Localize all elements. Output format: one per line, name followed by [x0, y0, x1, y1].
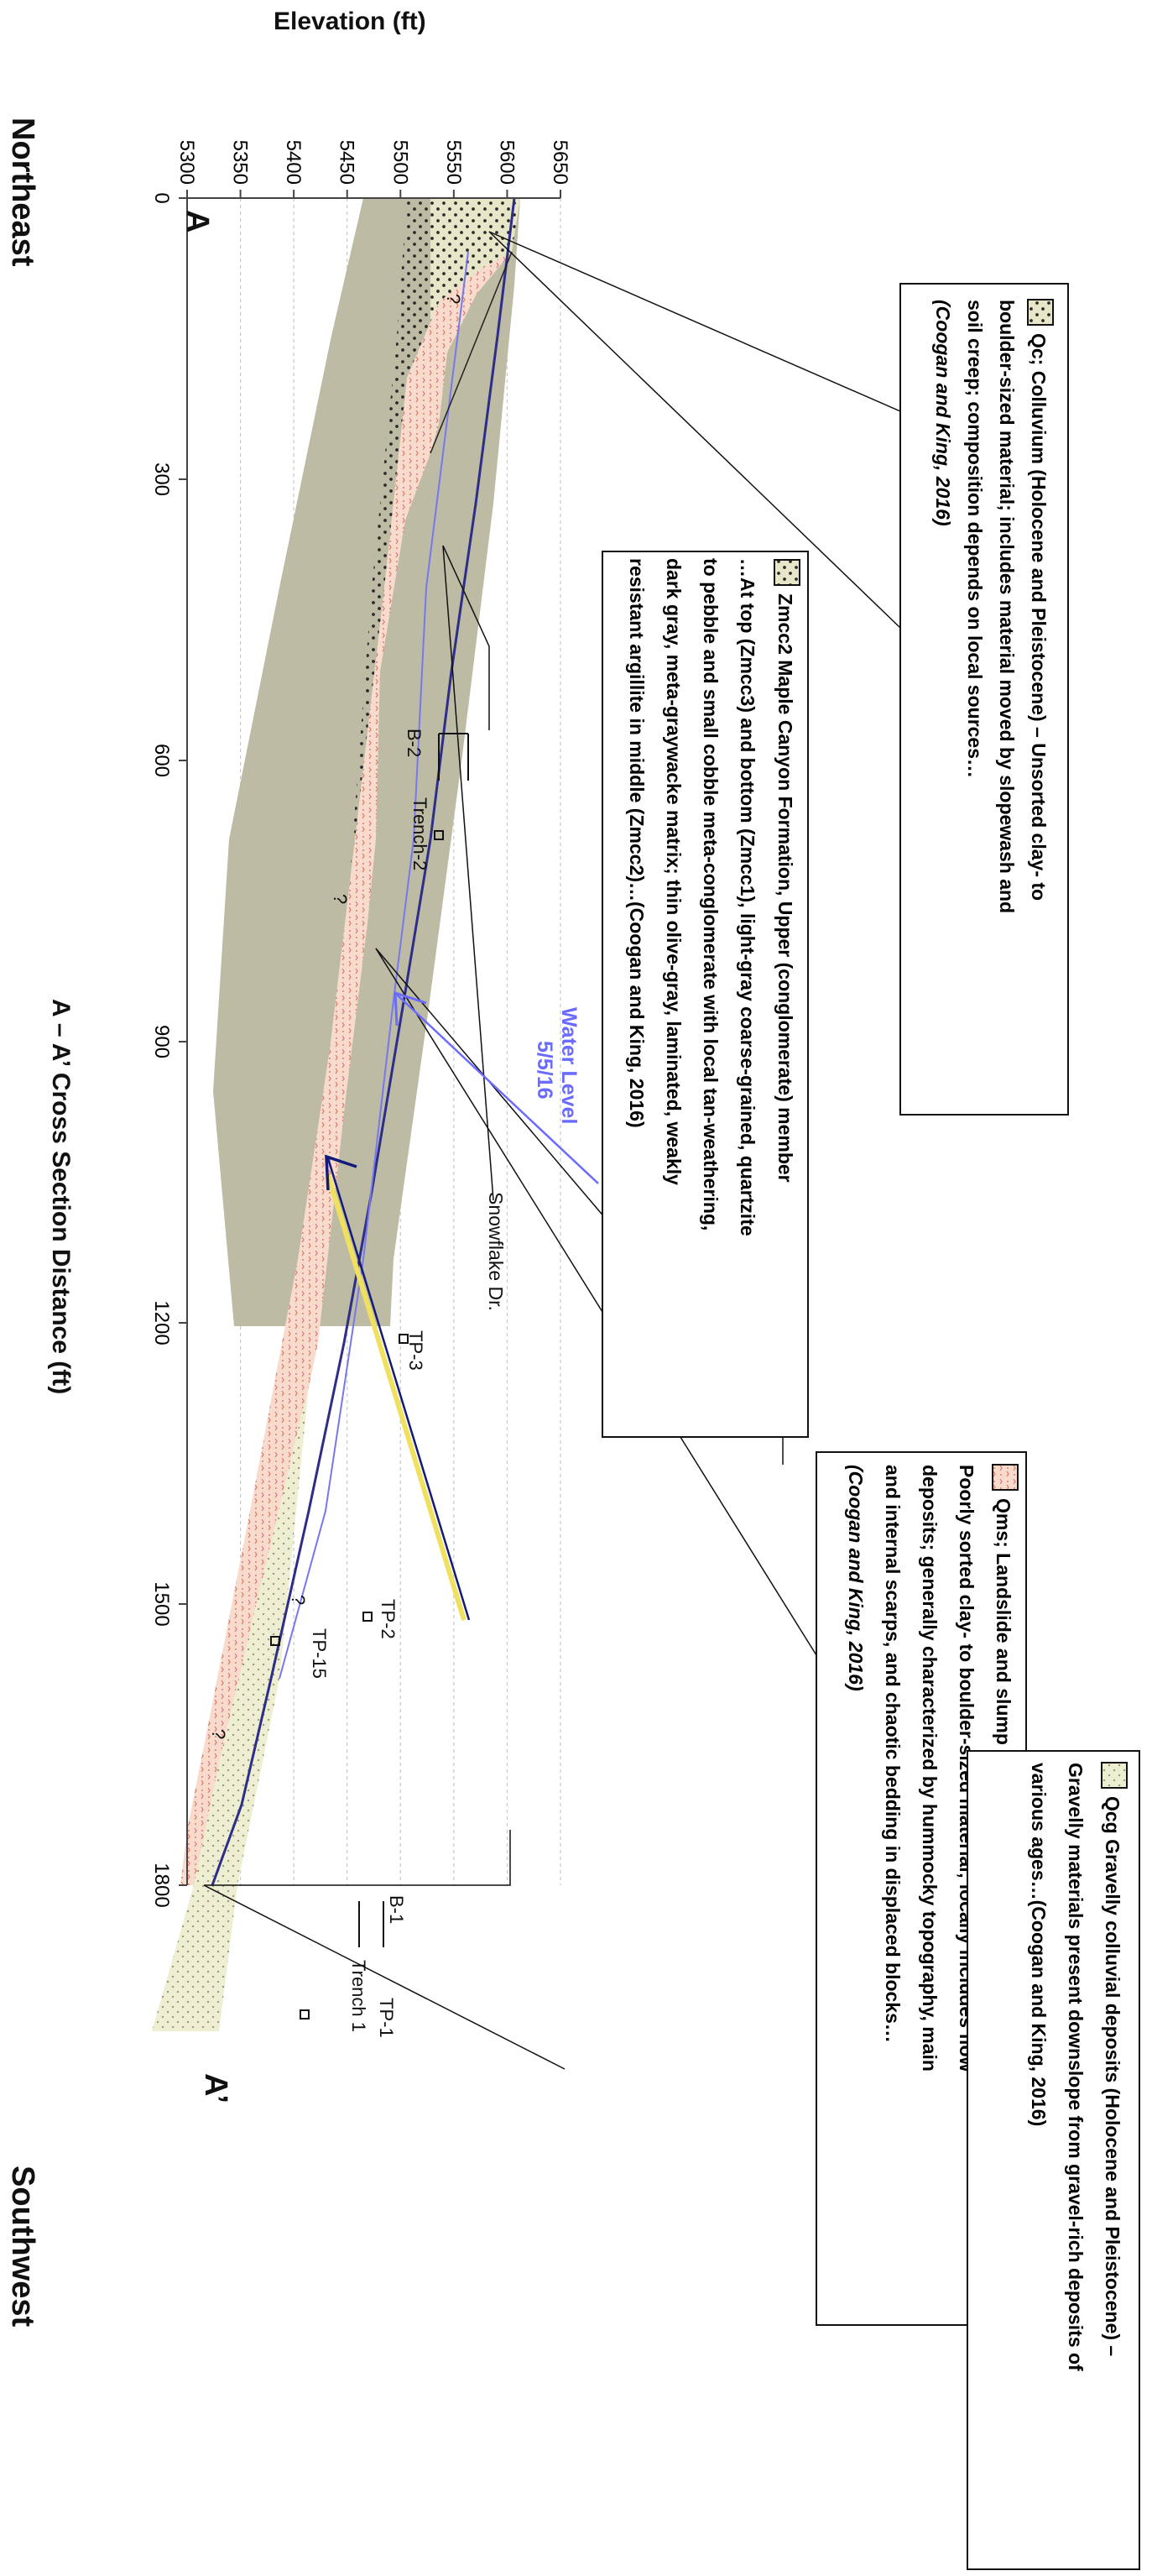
leader-qcg	[204, 1830, 511, 1886]
legend-zmcc2-swatch	[774, 559, 800, 586]
y-tick-label: 5650	[549, 140, 571, 185]
ground-surface	[211, 197, 516, 1886]
geologic-units	[152, 197, 520, 2031]
legend-qms-swatch	[992, 1464, 1019, 1491]
leader-zmcc2-2	[442, 545, 494, 1201]
x-tick-label: 600	[150, 744, 173, 777]
x-tick-label: 300	[150, 462, 173, 496]
y-tick-label: 5550	[442, 140, 465, 185]
leader-qc-2	[488, 231, 901, 629]
water-level-line	[279, 251, 469, 1680]
legend-qms-line4: and internal scarps, and chaotic bedding…	[882, 1465, 904, 2043]
legend-qc-line1: Qc; Colluvium (Holocene and Pleistocene)…	[1028, 333, 1050, 901]
tp-2-marker	[362, 1612, 373, 1622]
legend-zmcc2-line1: Zmcc2 Maple Canyon Formation, Upper (con…	[774, 593, 796, 1183]
direction-southwest: Southwest	[5, 2166, 40, 2327]
label-question-2: ?	[330, 894, 351, 904]
legend-qc-box	[899, 283, 1069, 1116]
label-trench-1: Trench 1	[348, 1960, 369, 2032]
feature-labels: B-2 Trench-2 TP-3 TP-2 B-1 TP-1 Trench 1…	[208, 294, 581, 2038]
contact-line	[430, 251, 513, 454]
legend-zmcc2-line2: …At top (Zmcc3) and bottom (Zmcc1), ligh…	[737, 558, 758, 1236]
tp-1-marker	[300, 2009, 310, 2020]
label-question-3: ?	[288, 1595, 309, 1605]
boreholes	[270, 733, 469, 2020]
axis-labels: A A’ Northeast Southwest A – A’ Cross Se…	[5, 8, 426, 2327]
y-tick-labels: 5300 5350 5400 5450 5500 5550 5600 5650	[175, 140, 571, 198]
water-level-arrow	[396, 994, 599, 1184]
leader-qcg-2	[203, 1884, 566, 2070]
x-tick-label: 1500	[150, 1581, 173, 1626]
label-tp-3: TP-3	[405, 1330, 426, 1371]
x-tick-label: 0	[150, 192, 173, 203]
legend-qc-line3: soil creep; composition depends on local…	[964, 300, 986, 778]
gravelly-colluvium-qcg	[152, 1385, 309, 2031]
legend-qcg: Qcg Gravelly colluvial deposits (Holocen…	[967, 1750, 1140, 2570]
label-tp-1: TP-1	[376, 1998, 397, 2038]
legend-qms-line3: deposits; generally characterized by hum…	[919, 1465, 941, 2072]
direction-northeast: Northeast	[5, 118, 40, 267]
legend-qc-line4: (Coogan and King, 2016)	[932, 300, 954, 526]
snowflake-arrow-dark	[326, 1157, 471, 1621]
end-label-a-prime: A’	[198, 2073, 233, 2103]
label-road: Snowflake Dr.	[485, 1192, 507, 1311]
tp-15-marker	[270, 1636, 280, 1646]
trench-2-marker	[434, 830, 444, 840]
tp-3-marker	[399, 1334, 409, 1344]
legend-qms-line5: (Coogan and King, 2016)	[845, 1465, 867, 1691]
legend-qc-line2: boulder-sized material; includes materia…	[996, 300, 1018, 913]
legend-qc: Qc; Colluvium (Holocene and Pleistocene)…	[899, 283, 1069, 1116]
y-tick-label: 5400	[282, 140, 305, 185]
label-water-level-2: 5/5/16	[533, 1041, 556, 1100]
legend-zmcc2-line5: resistant argillite in middle (Zmcc2)…(C…	[626, 558, 648, 1128]
legend-zmcc2: Zmcc2 Maple Canyon Formation, Upper (con…	[602, 551, 809, 1438]
label-question-4: ?	[208, 1729, 229, 1739]
legend-qcg-line1: Qcg Gravelly colluvial deposits (Holocen…	[1102, 1796, 1123, 2356]
label-tp-15: TP-15	[309, 1628, 330, 1679]
end-label-a: A	[180, 210, 215, 233]
y-axis-title: Elevation (ft)	[274, 8, 426, 35]
legend-qc-swatch	[1027, 299, 1054, 326]
x-tick-label: 1800	[150, 1863, 173, 1907]
water-level-arrowhead	[394, 990, 427, 1027]
legend-qcg-line3: various ages…(Coogan and King, 2016)	[1028, 1763, 1050, 2126]
y-tick-label: 5600	[495, 140, 518, 185]
label-b1: B-1	[386, 1895, 407, 1924]
label-trench-2: Trench-2	[409, 797, 430, 870]
legend-zmcc2-line3: to pebble and small cobble meta-conglome…	[700, 558, 722, 1231]
label-b2: B-2	[404, 729, 425, 757]
label-tp-2: TP-2	[378, 1599, 399, 1639]
legend-zmcc2-line4: dark gray, meta-graywacke matrix; thin o…	[663, 558, 685, 1185]
snowflake-arrow-yellow	[326, 1174, 467, 1621]
y-tick-label: 5500	[388, 140, 411, 185]
legend-zmcc2-box	[602, 551, 809, 1438]
x-axis-title: A – A’ Cross Section Distance (ft)	[47, 999, 75, 1394]
x-tick-label: 1200	[150, 1300, 173, 1345]
label-water-level-1: Water Level	[557, 1007, 581, 1124]
leader-zmcc2	[442, 545, 490, 730]
landslide-qms	[180, 252, 512, 1885]
label-question-1: ?	[443, 294, 464, 304]
legend-qcg-box	[967, 1750, 1140, 2570]
y-tick-label: 5300	[175, 140, 198, 185]
x-tick-labels: 0 300 600 900 1200 1500 1800	[150, 192, 187, 1908]
legend-qcg-swatch	[1101, 1762, 1128, 1789]
y-tick-label: 5350	[229, 140, 252, 185]
x-tick-label: 900	[150, 1025, 173, 1058]
leader-qc	[488, 231, 901, 588]
legend-qcg-line2: Gravelly materials present downslope fro…	[1065, 1763, 1087, 2371]
snowflake-arrowhead	[325, 1154, 357, 1191]
y-tick-label: 5450	[336, 140, 358, 185]
arrows	[325, 990, 599, 1621]
